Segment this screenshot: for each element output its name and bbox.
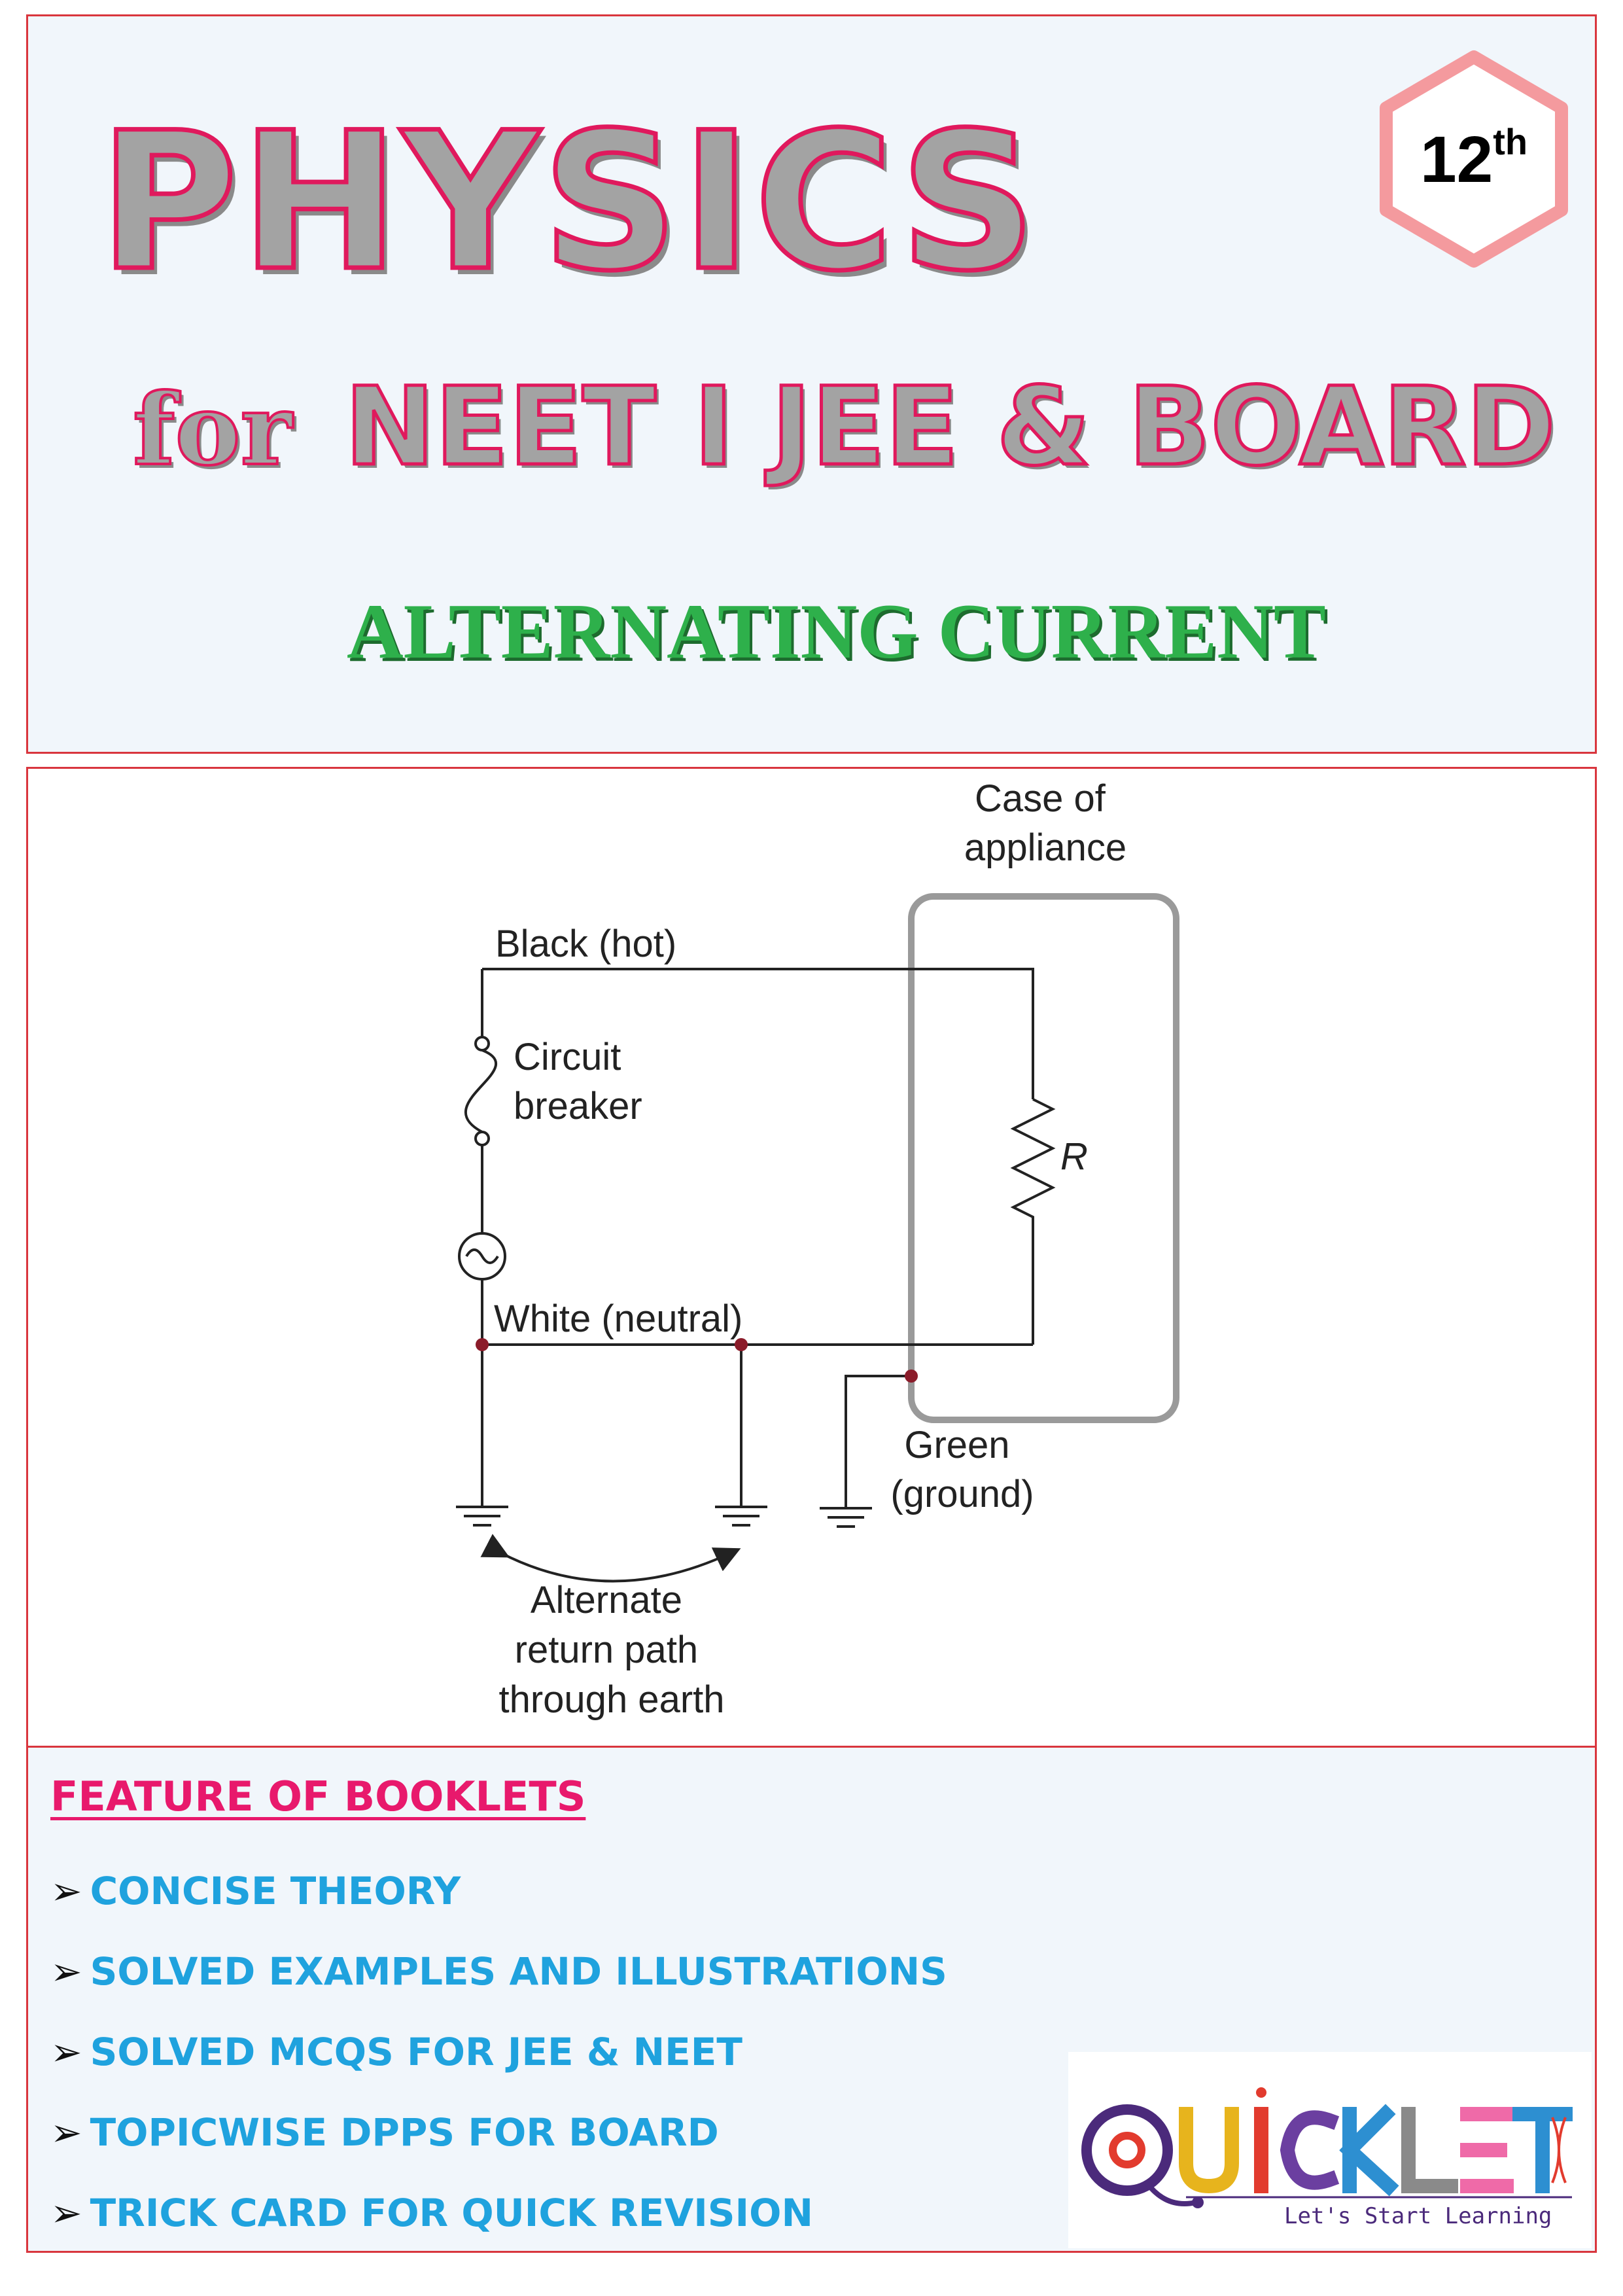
- junction-dot: [905, 1369, 918, 1383]
- junction-dot: [735, 1338, 748, 1351]
- label-ground-line2: (ground): [890, 1473, 1034, 1515]
- diagram-panel: Case of appliance Black (hot) Circuit br…: [26, 767, 1597, 1747]
- dna-icon: [1551, 2117, 1567, 2183]
- circuit-diagram: Case of appliance Black (hot) Circuit br…: [456, 777, 1179, 1721]
- label-ground-line1: Green: [904, 1424, 1009, 1466]
- ground-wire-case: [845, 1375, 911, 1508]
- hexagon-icon: [1380, 50, 1568, 268]
- arrow-bullet-icon: ➢: [50, 2110, 82, 2155]
- ground-icon-middle: [715, 1506, 767, 1527]
- ground-icon-left: [456, 1506, 508, 1527]
- grade-badge: 12th: [1380, 50, 1568, 268]
- title-physics: PHYSICS: [96, 92, 1039, 313]
- feature-item: ➢TOPICWISE DPPS FOR BOARD: [50, 2113, 719, 2151]
- circuit-breaker-icon: [464, 1036, 498, 1233]
- label-alternate-line2: return path: [515, 1629, 699, 1671]
- svg-text:12th: 12th: [1420, 121, 1527, 196]
- chapter-title: ALTERNATING CURRENT: [347, 588, 1326, 675]
- feature-text: CONCISE THEORY: [90, 1869, 461, 1913]
- feature-text: TOPICWISE DPPS FOR BOARD: [90, 2110, 719, 2155]
- feature-item: ➢SOLVED MCQS FOR JEE & NEET: [50, 2033, 742, 2071]
- junction-dot: [476, 1338, 489, 1351]
- grade-suffix: th: [1493, 121, 1527, 162]
- feature-text: SOLVED MCQS FOR JEE & NEET: [90, 2030, 742, 2074]
- arrow-bullet-icon: ➢: [50, 1949, 82, 1994]
- subtitle-for: for: [131, 372, 294, 487]
- label-case-line1: Case of: [975, 777, 1106, 820]
- resistor-icon: [1010, 1098, 1056, 1345]
- svg-text:Alternate return path: Alternate return path through earth: [498, 1579, 724, 1721]
- alternate-path-arrow: [480, 1534, 741, 1583]
- ac-source-icon: [458, 1232, 506, 1345]
- label-alternate-line3: through earth: [498, 1678, 724, 1721]
- label-breaker-line2: breaker: [514, 1085, 642, 1127]
- hot-wire: [481, 968, 1034, 1099]
- label-case-line2: appliance: [964, 826, 1126, 869]
- grade-number: 12: [1420, 123, 1493, 196]
- label-resistor: R: [1060, 1135, 1088, 1178]
- features-heading: FEATURE OF BOOKLETS: [50, 1773, 586, 1820]
- appliance-case: [908, 893, 1179, 1423]
- svg-text:Green (ground): Green (ground): [890, 1424, 1034, 1515]
- logo-q-icon: [1081, 2104, 1204, 2208]
- label-neutral: White (neutral): [494, 1298, 742, 1340]
- ground-icon-case: [820, 1507, 872, 1528]
- feature-text: TRICK CARD FOR QUICK REVISION: [90, 2191, 813, 2235]
- feature-text: SOLVED EXAMPLES AND ILLUSTRATIONS: [90, 1949, 947, 1994]
- label-breaker-line1: Circuit: [514, 1036, 621, 1078]
- svg-text:Let's Start Learning: Let's Start Learning: [1284, 2203, 1552, 2229]
- quicklet-logo: Let's Start Learning: [1068, 2052, 1592, 2248]
- label-hot: Black (hot): [495, 923, 676, 965]
- feature-item: ➢TRICK CARD FOR QUICK REVISION: [50, 2194, 813, 2232]
- label-alternate-line1: Alternate: [531, 1579, 682, 1621]
- arrow-bullet-icon: ➢: [50, 1869, 82, 1913]
- svg-text:Circuit breaker: Circuit breaker: [514, 1036, 642, 1127]
- arrow-bullet-icon: ➢: [50, 2030, 82, 2074]
- subtitle-exams: NEET I JEE & BOARD: [343, 364, 1557, 489]
- logo-letters: [1179, 2087, 1573, 2197]
- feature-item: ➢CONCISE THEORY: [50, 1872, 461, 1910]
- arrow-bullet-icon: ➢: [50, 2191, 82, 2235]
- feature-item: ➢SOLVED EXAMPLES AND ILLUSTRATIONS: [50, 1952, 947, 1990]
- features-panel: FEATURE OF BOOKLETS ➢CONCISE THEORY ➢SOL…: [26, 1746, 1597, 2253]
- svg-text:Case of appliance: Case of appliance: [964, 777, 1126, 869]
